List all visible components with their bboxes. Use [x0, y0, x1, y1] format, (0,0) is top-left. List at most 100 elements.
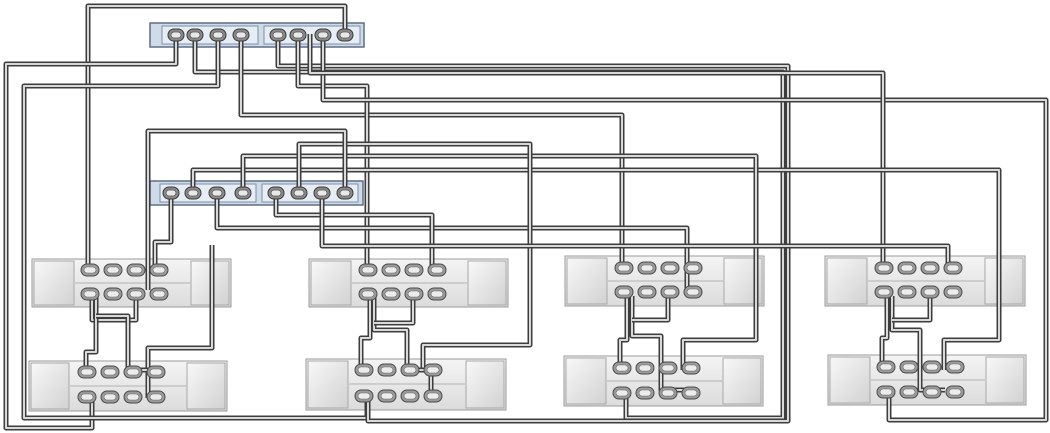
enclosure-port [681, 361, 701, 375]
cable-core [360, 290, 371, 370]
enclosure-2-upper [308, 258, 509, 308]
switch-middle-port [267, 186, 285, 200]
enclosure-port [400, 389, 420, 403]
port-layer [77, 28, 965, 404]
cable-core [192, 169, 1000, 370]
enclosure-port [922, 360, 942, 374]
switch-top-port [209, 28, 227, 42]
enclosure-port [614, 261, 634, 275]
enclosure-port [146, 390, 166, 404]
enclosure-port [427, 287, 447, 301]
enclosure-port [80, 287, 100, 301]
enclosure-port [354, 389, 374, 403]
enclosure-port [612, 361, 632, 375]
cable-core [322, 34, 1047, 421]
cable-core [87, 5, 346, 268]
enclosure-port [149, 263, 169, 277]
enclosure-port [943, 261, 963, 275]
enclosure-port [149, 287, 169, 301]
enclosure-port [943, 285, 963, 299]
cable-core [881, 290, 888, 370]
enclosure-port [660, 285, 680, 299]
enclosure-port [381, 287, 401, 301]
cable-core [619, 290, 628, 370]
cable-layer [3, 3, 1049, 431]
enclosure-port [100, 365, 120, 379]
enclosure-port [899, 360, 919, 374]
enclosure-port [614, 285, 634, 299]
enclosure-port [126, 263, 146, 277]
enclosure-port [100, 390, 120, 404]
cable-core [154, 193, 172, 268]
switch-top-port [289, 28, 307, 42]
cable-core [240, 34, 623, 268]
cable-core [632, 290, 669, 321]
enclosure-port [922, 385, 942, 399]
enclosure-port [635, 361, 655, 375]
cable-core [321, 193, 949, 268]
enclosure-port [123, 390, 143, 404]
enclosure-port [404, 287, 424, 301]
enclosure-port [874, 261, 894, 275]
enclosure-port [683, 261, 703, 275]
cable-core [147, 245, 213, 370]
switch-top-port [269, 28, 287, 42]
enclosure-port [404, 263, 424, 277]
enclosure-port [683, 285, 703, 299]
cable-core [147, 130, 346, 290]
enclosure-port [637, 261, 657, 275]
enclosure-port [358, 287, 378, 301]
enclosure-port [635, 386, 655, 400]
enclosure-port [377, 389, 397, 403]
enclosure-port [77, 365, 97, 379]
cable-core [85, 296, 97, 370]
enclosure-port [400, 363, 420, 377]
switch-middle-port [290, 186, 308, 200]
enclosure-port [945, 385, 965, 399]
switch-middle [149, 180, 364, 206]
enclosure-port [658, 361, 678, 375]
enclosure-port [899, 385, 919, 399]
enclosure-port [80, 263, 100, 277]
enclosure-port [123, 365, 143, 379]
enclosure-port [876, 385, 896, 399]
enclosure-port [358, 263, 378, 277]
cable-core [216, 193, 688, 290]
enclosure-layer [28, 255, 1027, 412]
enclosure-1-lower [28, 360, 228, 412]
enclosure-port [77, 390, 97, 404]
enclosure-port [612, 386, 632, 400]
cable-casing [296, 141, 533, 370]
switch-top-port [336, 28, 354, 42]
enclosure-port [126, 287, 146, 301]
cable-core [275, 193, 433, 268]
switch-top-port [186, 28, 204, 42]
enclosure-port [427, 263, 447, 277]
enclosure-port [423, 389, 443, 403]
cable-casing [307, 34, 886, 268]
cable-core [297, 34, 368, 268]
enclosure-port [354, 363, 374, 377]
enclosure-port [945, 360, 965, 374]
enclosure-port [660, 261, 680, 275]
enclosure-port [920, 261, 940, 275]
cable-core [374, 290, 414, 324]
enclosure-port [874, 285, 894, 299]
enclosure-port [658, 386, 678, 400]
switch-middle-port [208, 186, 226, 200]
enclosure-port [103, 263, 123, 277]
switch-middle-port [234, 186, 252, 200]
enclosure-port [377, 363, 397, 377]
enclosure-port [146, 365, 166, 379]
cable-core [91, 290, 137, 321]
switch-top-port [232, 28, 250, 42]
cable-core [5, 34, 177, 429]
cable-core [309, 34, 884, 268]
switch-middle-port [313, 186, 331, 200]
switch-top-port [314, 28, 332, 42]
switch-top-port [167, 28, 185, 42]
enclosure-port [876, 360, 896, 374]
enclosure-port [423, 363, 443, 377]
enclosure-port [920, 285, 940, 299]
